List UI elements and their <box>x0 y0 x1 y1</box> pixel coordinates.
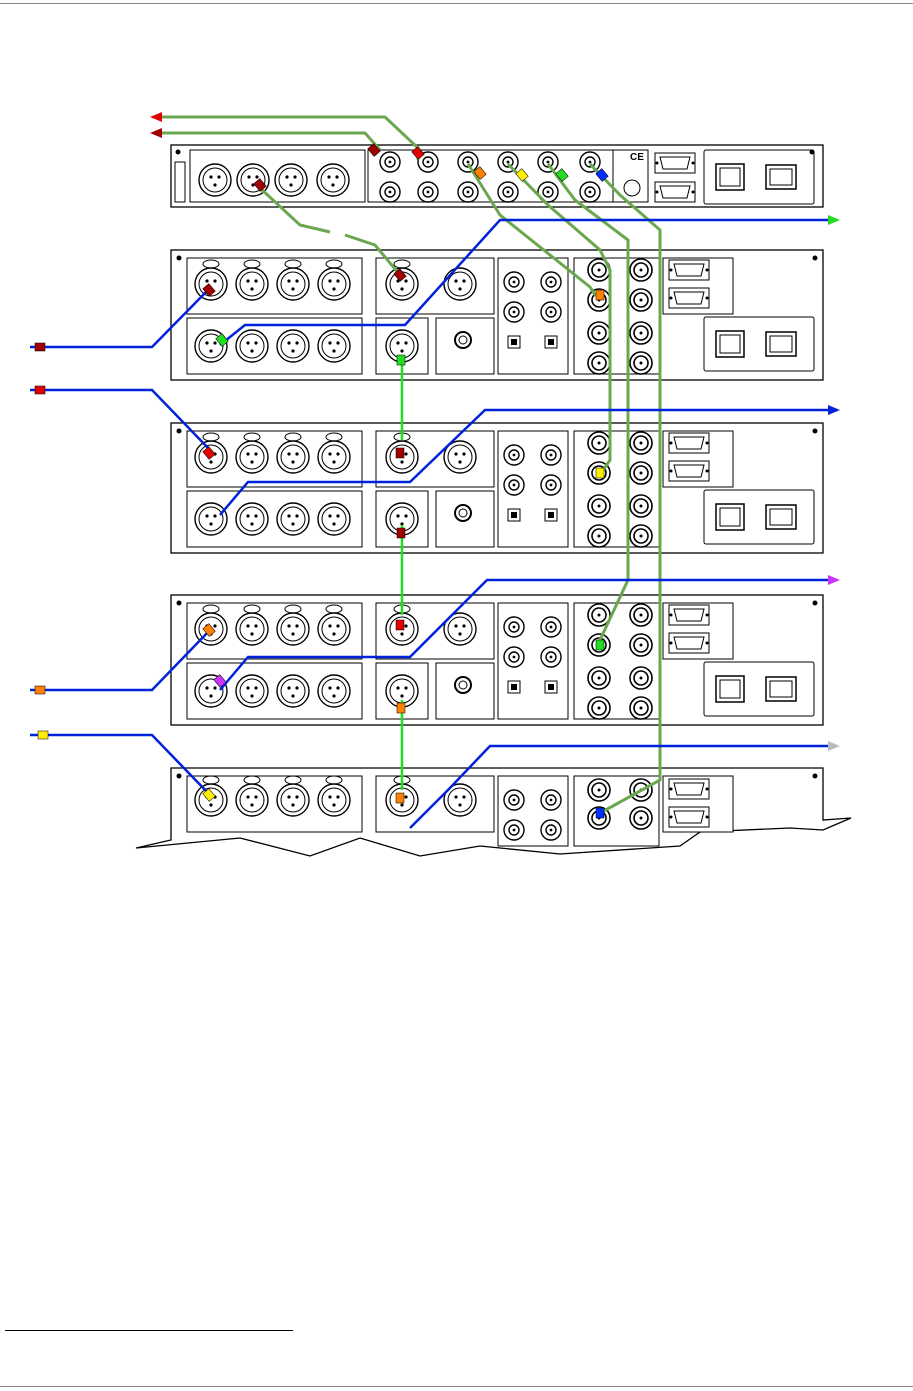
ce-mark: CE <box>630 152 644 163</box>
arrow-blue <box>828 405 840 415</box>
slave-unit-3 <box>171 595 823 725</box>
arrow-red <box>150 112 162 122</box>
footer-rule <box>0 1386 913 1387</box>
slave-unit-2 <box>171 423 823 553</box>
arrow-dark-red <box>150 128 162 138</box>
slave-unit-1 <box>171 250 823 380</box>
arrow-grey <box>828 741 840 751</box>
arrow-green <box>828 215 840 225</box>
arrow-purple <box>828 575 840 585</box>
wiring-diagram: CE <box>0 0 913 870</box>
footnote-rule <box>5 1330 293 1331</box>
slave-unit-4-partial <box>136 768 851 856</box>
